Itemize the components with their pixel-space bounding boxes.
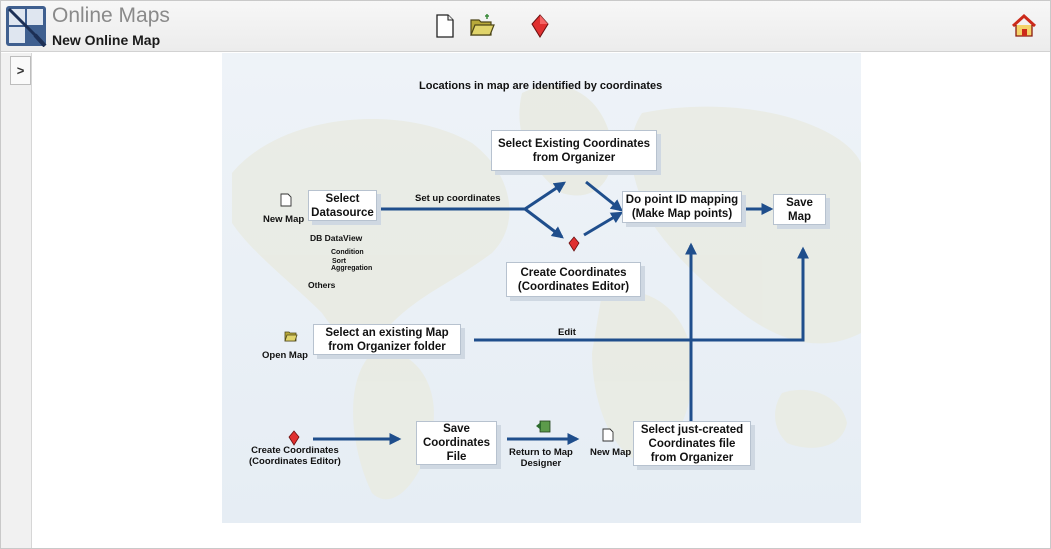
box-select-just-created: Select just-created Coordinates file fro…: [633, 421, 751, 466]
arrow-to-select-existing: [524, 181, 566, 211]
box-create-coordinates: Create Coordinates (Coordinates Editor): [506, 262, 641, 297]
box-save-map: Save Map: [773, 194, 826, 225]
new-document-icon[interactable]: [432, 13, 458, 39]
label-set-up-coordinates: Set up coordinates: [415, 193, 501, 204]
label-aggregation: Aggregation: [331, 265, 373, 272]
create-coordinates-pin-icon: [288, 430, 300, 446]
box-select-existing-map: Select an existing Map from Organizer fo…: [313, 324, 461, 355]
box-save-coordinates-file: Save Coordinates File: [416, 421, 497, 465]
create-coords-pin-icon: [568, 236, 580, 252]
return-to-designer-icon: [536, 420, 551, 433]
arrow-to-create-coords: [524, 207, 564, 239]
label-condition: Condition: [331, 249, 364, 256]
box-select-existing-coordinates: Select Existing Coordinates from Organiz…: [491, 130, 657, 171]
sidebar: >: [1, 53, 32, 548]
arrow-existing-to-mapping: [585, 180, 623, 212]
page-title: New Online Map: [52, 32, 161, 48]
new-map-doc-icon-2: [602, 428, 614, 442]
label-return-to-designer: Return to Map Designer: [509, 447, 573, 469]
app-title: Online Maps: [52, 4, 170, 27]
label-edit: Edit: [558, 327, 576, 338]
open-map-folder-icon: [284, 331, 298, 342]
diagram-title: Locations in map are identified by coord…: [419, 80, 663, 92]
flow-arrows: [313, 180, 809, 445]
map-pin-icon[interactable]: [527, 13, 553, 39]
label-create-coordinates: Create Coordinates (Coordinates Editor): [249, 445, 341, 467]
online-maps-logo-icon: [6, 6, 47, 47]
home-icon[interactable]: [1011, 13, 1037, 39]
label-new-map-2: New Map: [590, 447, 632, 458]
new-map-doc-icon: [280, 193, 292, 207]
open-folder-icon[interactable]: [469, 13, 495, 39]
arrow-create-to-mapping: [583, 211, 624, 237]
arrow-edit-to-save: [474, 246, 809, 342]
workflow-diagram: Locations in map are identified by coord…: [222, 53, 861, 523]
box-select-datasource: Select Datasource: [308, 190, 377, 221]
label-open-map: Open Map: [262, 350, 308, 361]
box-do-point-id-mapping: Do point ID mapping (Make Map points): [622, 191, 742, 223]
sidebar-expand-button[interactable]: >: [10, 56, 31, 85]
header: Online Maps New Online Map: [1, 1, 1050, 52]
label-sort: Sort: [332, 258, 346, 265]
label-new-map: New Map: [263, 214, 305, 225]
label-db-dataview: DB DataView: [310, 233, 363, 243]
label-others: Others: [308, 280, 336, 290]
